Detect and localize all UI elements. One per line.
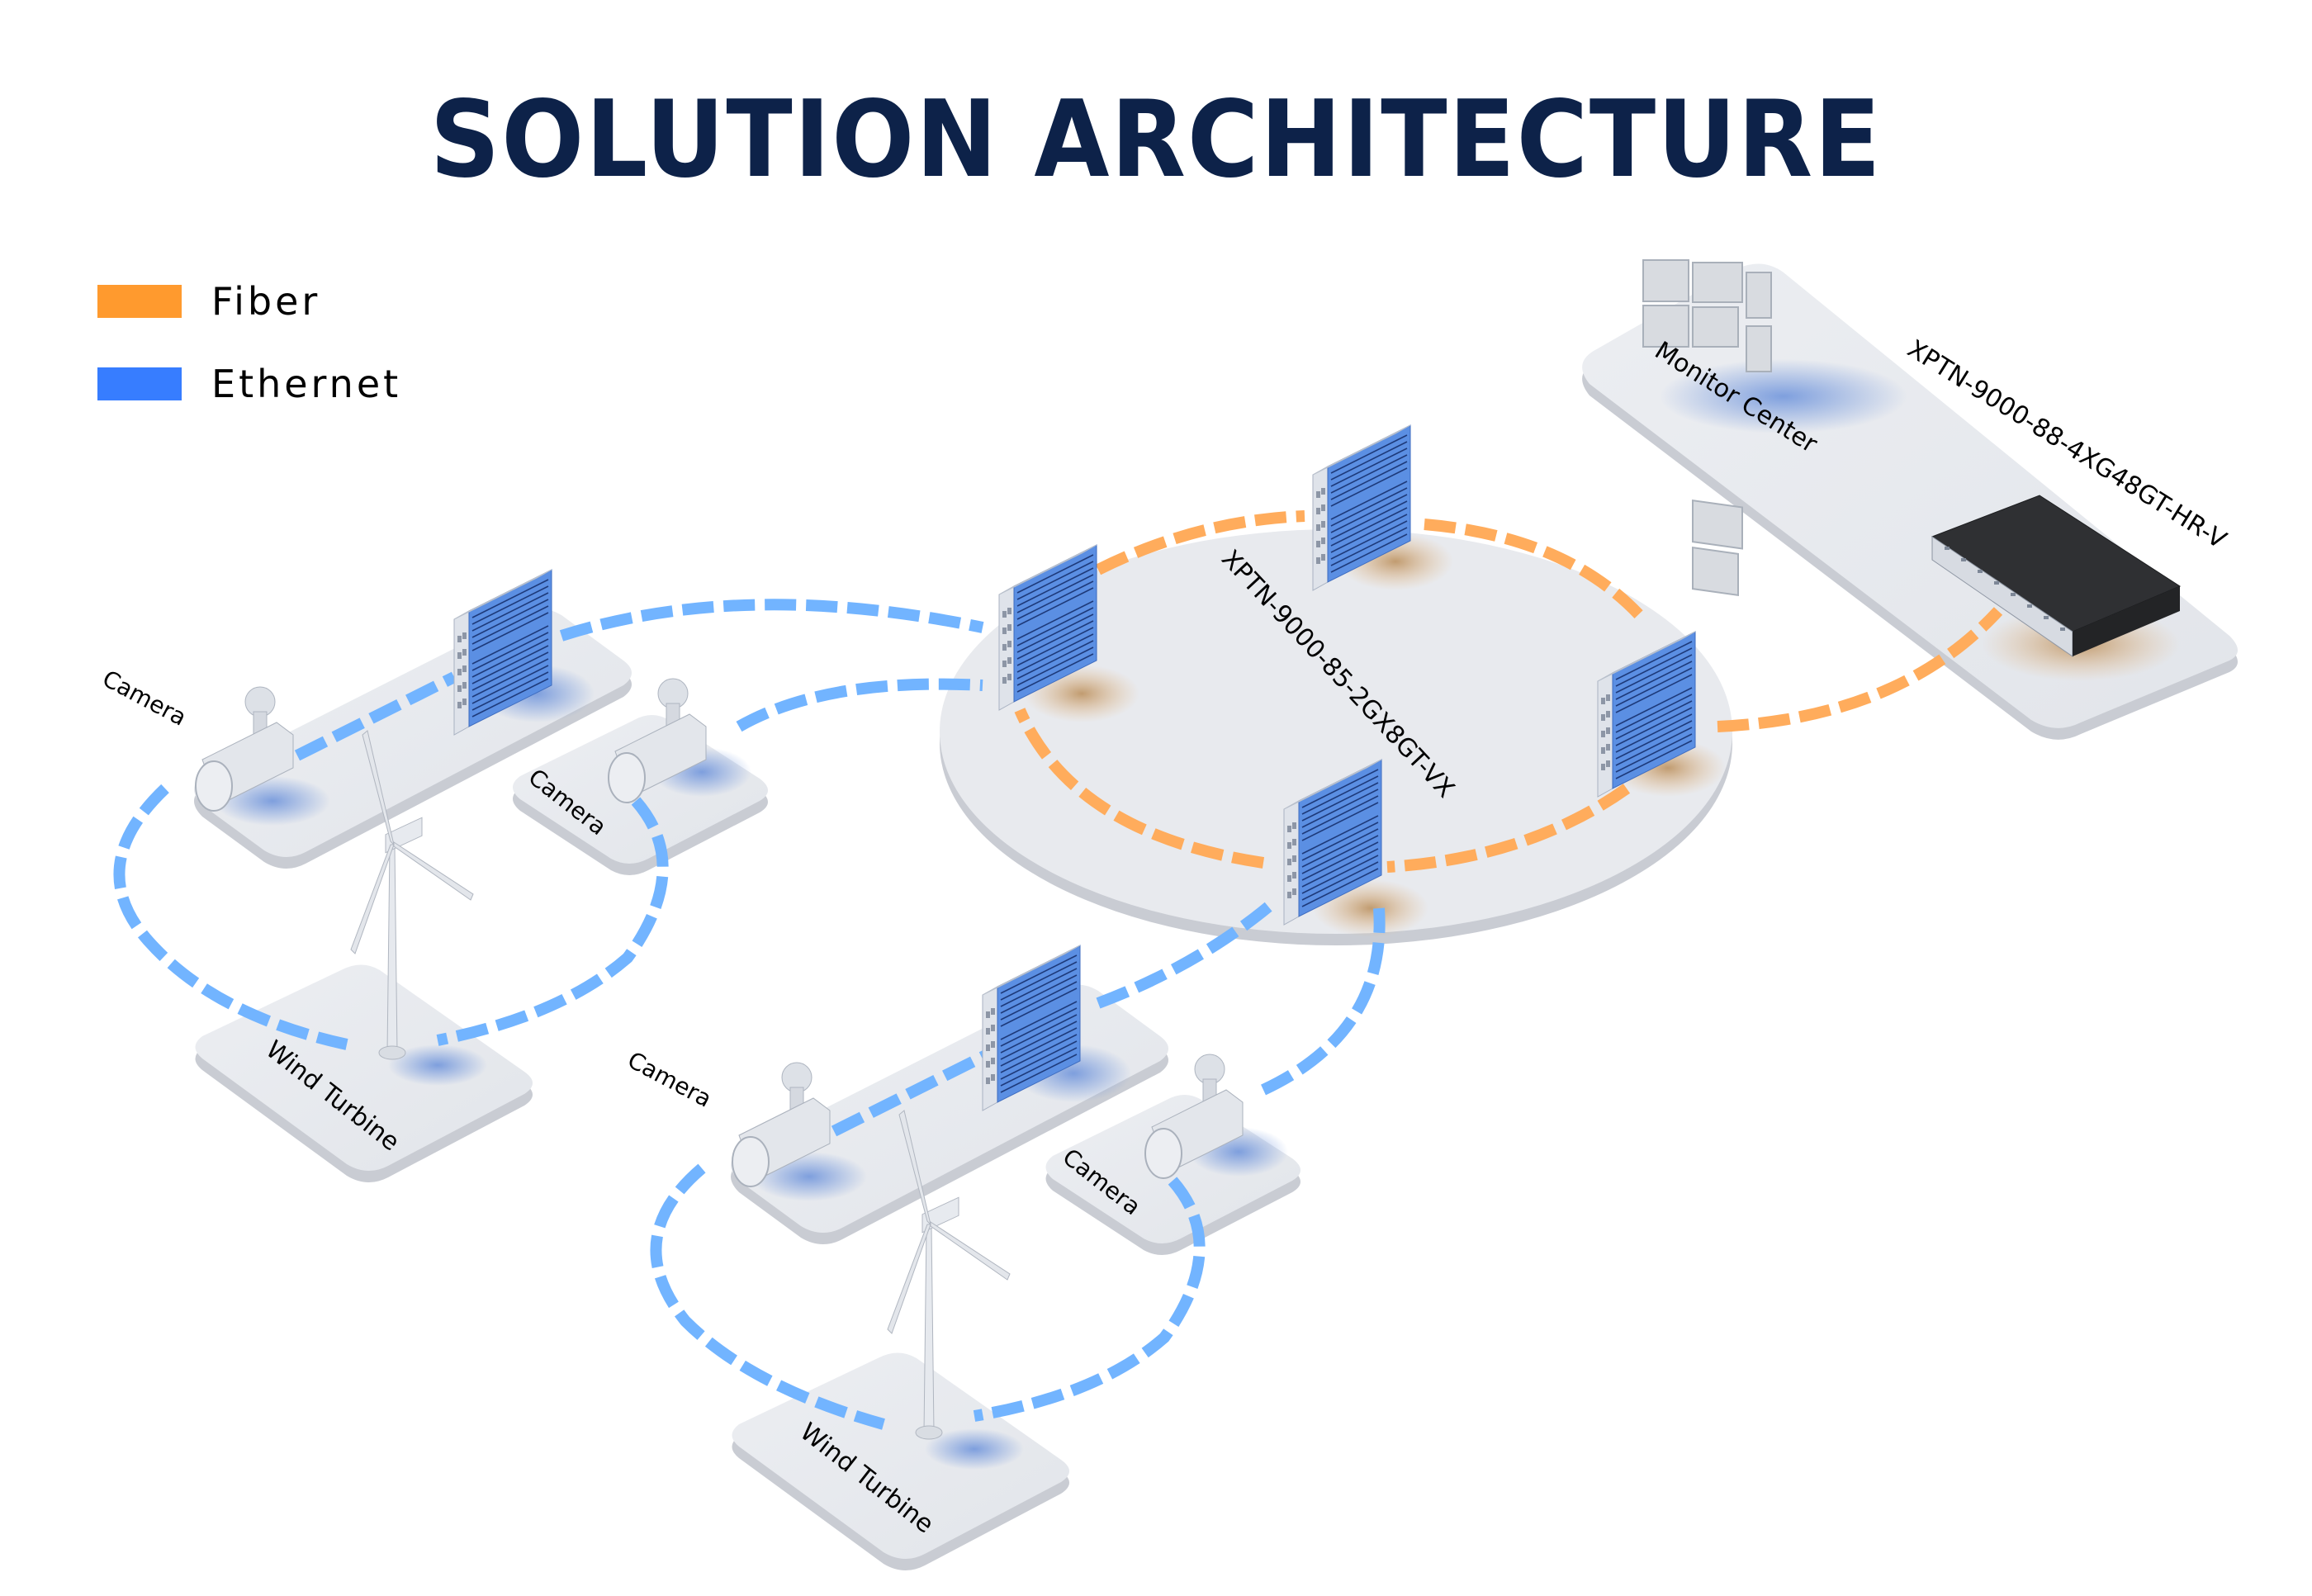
fiber-swatch [97,285,182,318]
site-b-camera-1-label: Camera [623,1046,717,1113]
fiber-link-4-1 [1014,708,1265,869]
ethernet-links [113,599,1386,1430]
monitor-wall [1642,259,1772,596]
legend-item-fiber: Fiber [97,277,401,326]
ethernet-link-ring1-siteA [559,599,984,642]
site-a-camera-1-label: Camera [98,665,192,732]
page-title: SOLUTION ARCHITECTURE [429,78,1883,201]
fiber-links [1014,510,2003,873]
legend-item-ethernet: Ethernet [97,359,401,409]
fiber-link-2-3 [1424,519,1648,623]
ethernet-swatch [97,367,182,400]
ethernet-link-siteA-cam2-turbine [436,797,669,1046]
ethernet-link-siteA-cam1-turbine [113,784,348,1050]
legend-label-ethernet: Ethernet [211,362,402,406]
ethernet-link-siteB-switch-cam1 [831,1047,994,1137]
fiber-link-3-4 [1386,784,1631,873]
ethernet-link-siteB-cam1-turbine [650,1163,885,1430]
ethernet-link-ring1-siteA-cam2 [736,678,983,732]
core-switch [1931,495,2182,657]
legend-label-fiber: Fiber [211,279,321,324]
ethernet-link-siteB-cam2-turbine [973,1177,1206,1422]
ethernet-link-siteA-switch-cam1 [294,671,457,761]
fiber-link-1-2 [1095,510,1305,575]
fiber-link-3-core [1717,607,2003,732]
legend: Fiber Ethernet [97,277,401,442]
ethernet-link-ring4-siteB [1096,899,1276,1009]
